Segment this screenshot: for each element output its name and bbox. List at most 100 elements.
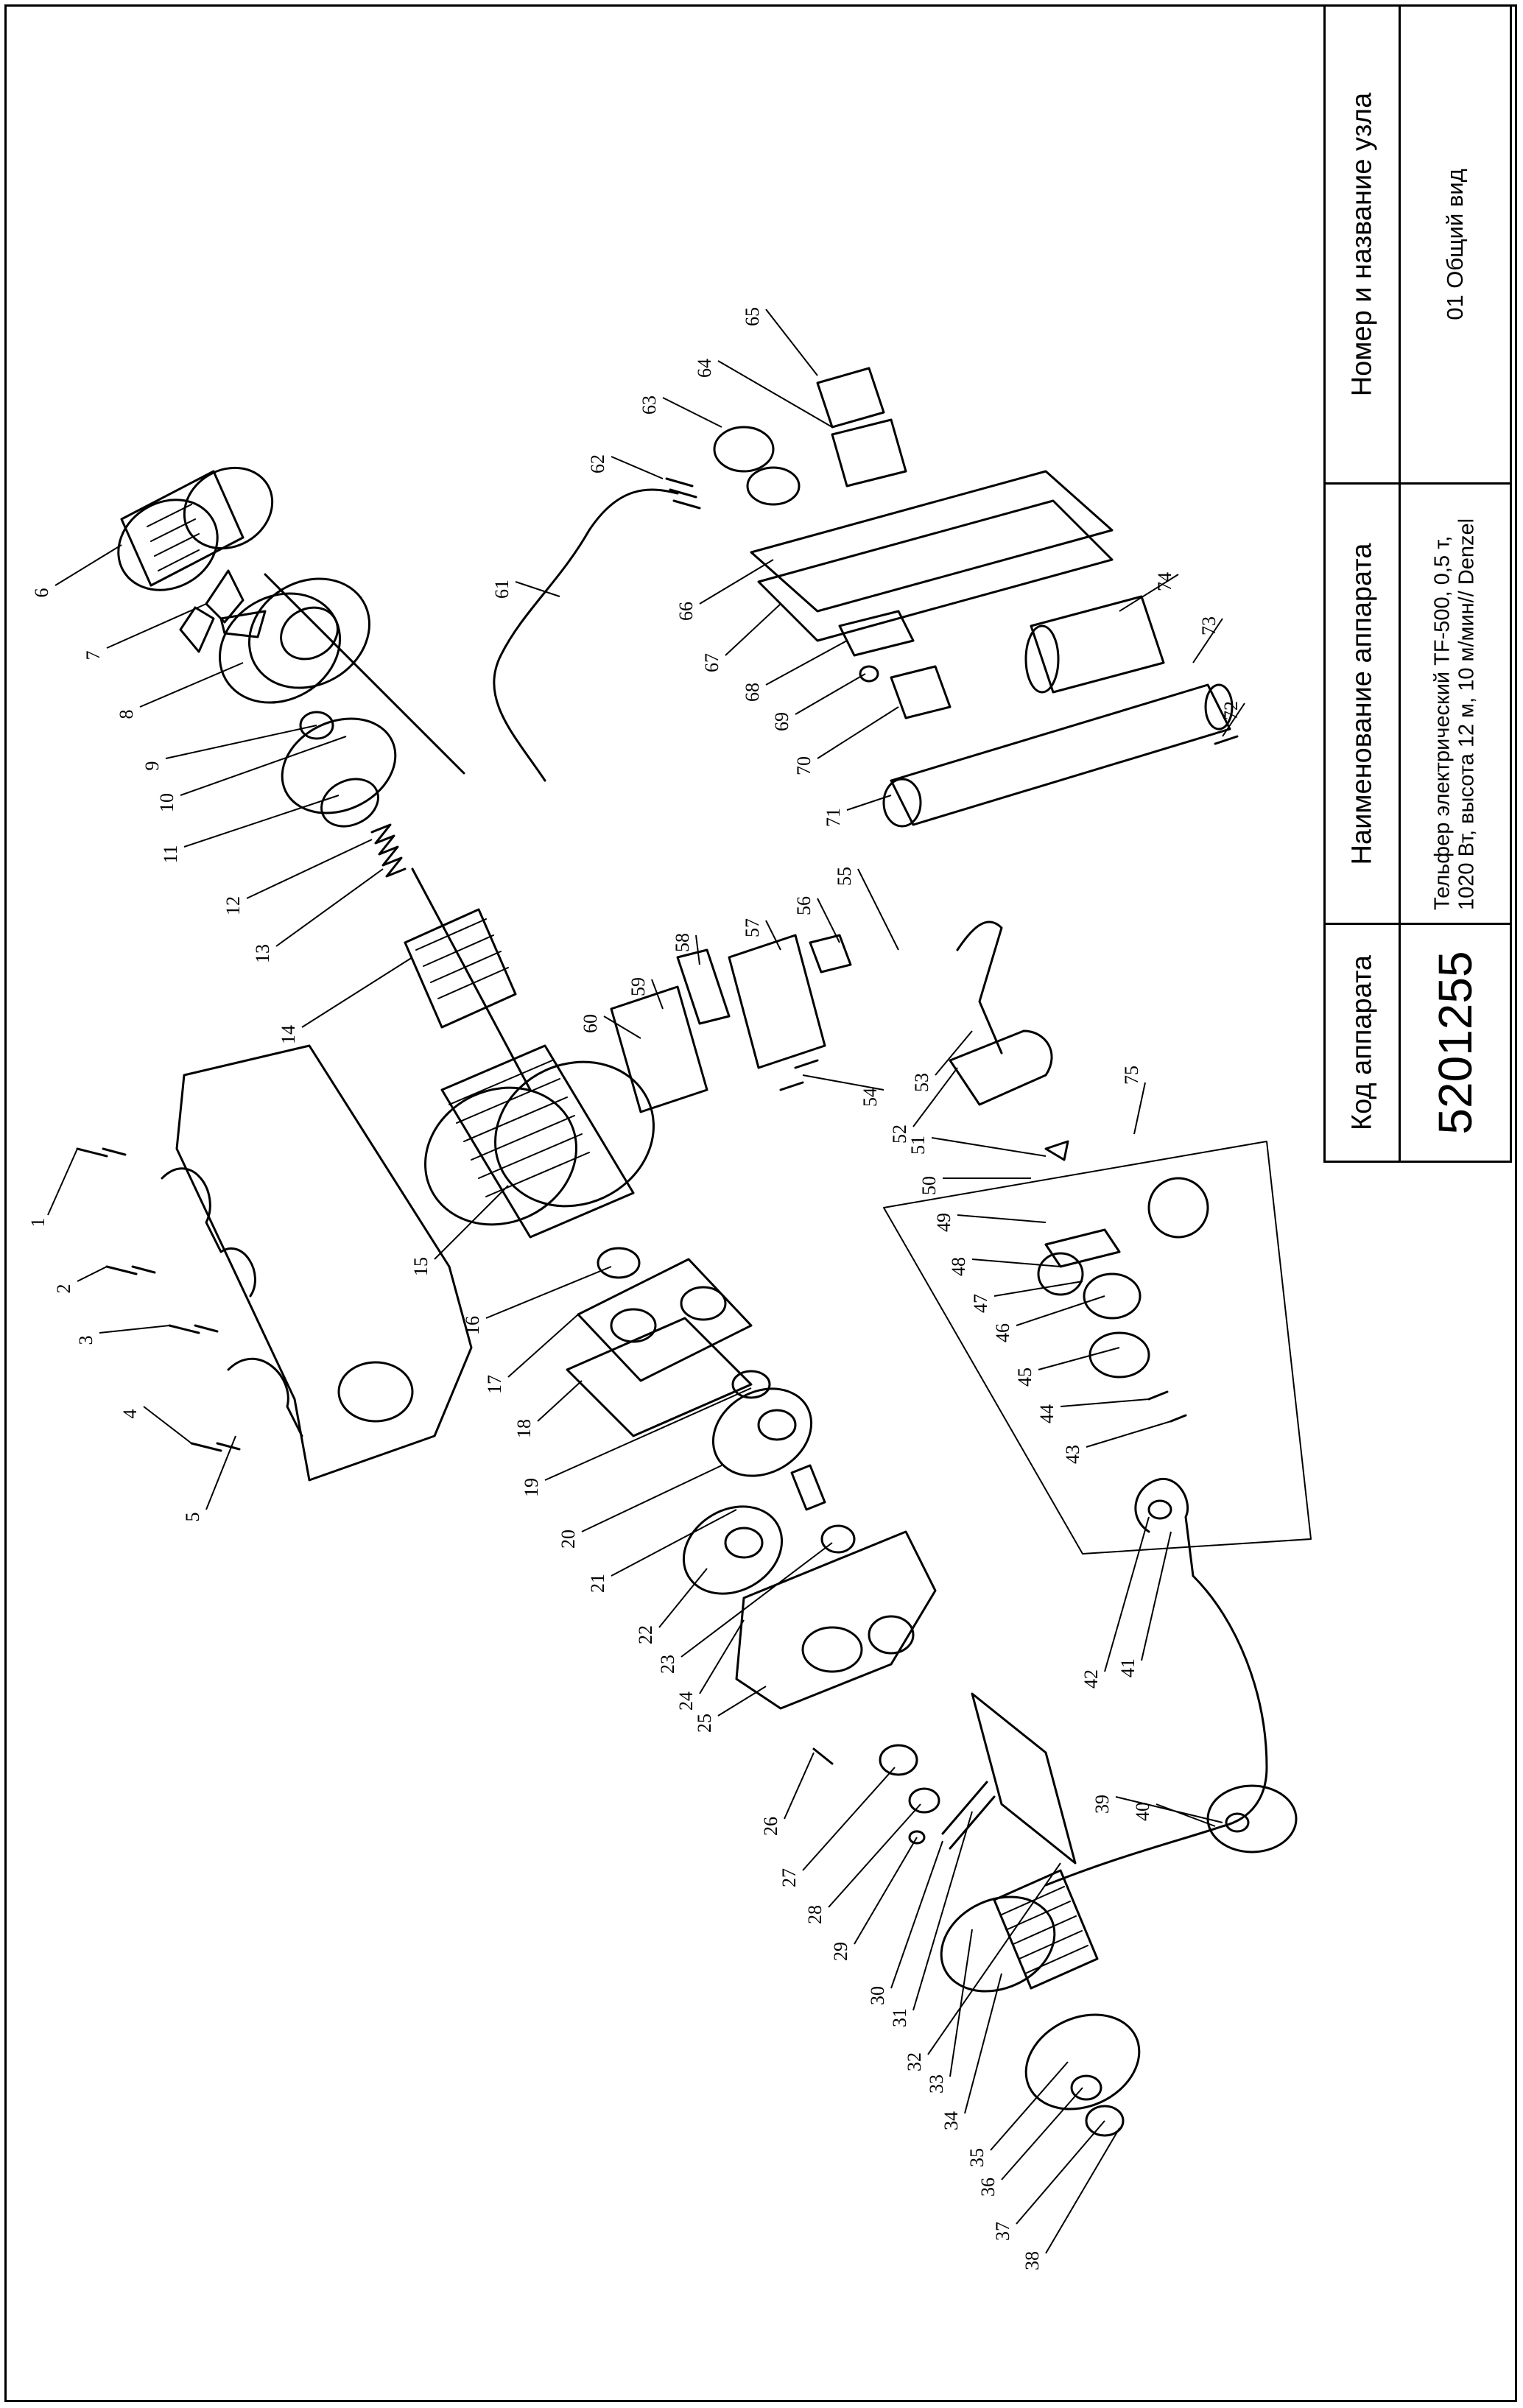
callout-28: 28 xyxy=(804,1905,826,1924)
bearing-37-part xyxy=(1070,2074,1102,2101)
junction-box-cover-60-part xyxy=(610,985,708,1113)
callout-68: 68 xyxy=(742,683,763,702)
callout-49: 49 xyxy=(933,1213,954,1232)
callout-23: 23 xyxy=(657,1655,678,1674)
shaft-part xyxy=(941,1781,996,1850)
junction-box-57-part xyxy=(728,934,826,1069)
bolt-26-part xyxy=(812,1747,834,1765)
bearing-9-part xyxy=(299,711,334,740)
callout-17: 17 xyxy=(484,1375,505,1394)
callout-45: 45 xyxy=(1014,1367,1035,1387)
callout-43: 43 xyxy=(1062,1445,1083,1464)
device-code: 5201255 xyxy=(1429,951,1482,1135)
callout-21: 21 xyxy=(587,1574,608,1593)
switch-housing-part xyxy=(750,470,1114,642)
callout-34: 34 xyxy=(940,2111,962,2130)
callout-35: 35 xyxy=(966,2148,988,2167)
callout-3: 3 xyxy=(75,1336,96,1345)
callout-66: 66 xyxy=(675,602,697,621)
callout-54: 54 xyxy=(859,1088,881,1107)
callout-50: 50 xyxy=(918,1176,940,1195)
callout-74: 74 xyxy=(1154,572,1175,591)
callout-42: 42 xyxy=(1080,1669,1102,1689)
bearing-16-part xyxy=(597,1247,641,1279)
callout-59: 59 xyxy=(627,977,649,996)
device-name: Тельфер электрический TF-500, 0,5 т, 102… xyxy=(1430,518,1479,910)
hook-part xyxy=(1134,1477,1195,1577)
callout-69: 69 xyxy=(771,712,792,731)
callout-62: 62 xyxy=(587,454,608,473)
title-block-code-header-cell: Код аппарата xyxy=(1323,923,1401,1163)
hook-block-group-part xyxy=(883,1140,1312,1555)
brake-wheel-part xyxy=(218,577,371,704)
screw-72-part xyxy=(1214,735,1239,745)
plug-part xyxy=(949,1029,1053,1106)
callout-20: 20 xyxy=(558,1529,579,1549)
terminal-block-68-part xyxy=(838,610,915,657)
callout-67: 67 xyxy=(701,653,722,672)
gasket-18-part xyxy=(566,1317,753,1437)
gear-22-part xyxy=(682,1505,784,1595)
callout-6: 6 xyxy=(31,588,52,598)
fan-cover-part xyxy=(117,466,274,591)
unit-name: 01 Общий вид xyxy=(1442,169,1468,320)
callout-46: 46 xyxy=(992,1323,1013,1342)
bearing-23-part xyxy=(820,1524,856,1554)
gear-21-part xyxy=(711,1387,813,1477)
callout-27: 27 xyxy=(778,1868,800,1887)
callout-24: 24 xyxy=(675,1691,697,1711)
ring-28-part xyxy=(908,1787,940,1814)
callout-10: 10 xyxy=(156,793,177,812)
callout-29: 29 xyxy=(830,1942,851,1961)
callout-numbers: 1234567891011121314151617181920212223242… xyxy=(27,307,1242,2270)
drum-part xyxy=(940,1869,1141,2110)
drawing-frame xyxy=(4,4,1517,2402)
plug-cable-part xyxy=(956,920,1003,1055)
clip-56-part xyxy=(809,934,852,974)
callout-7: 7 xyxy=(82,651,104,661)
callout-31: 31 xyxy=(889,2008,910,2027)
brake-disc-part xyxy=(281,717,397,828)
callout-71: 71 xyxy=(823,808,844,827)
callout-60: 60 xyxy=(580,1014,601,1033)
callout-63: 63 xyxy=(639,395,660,415)
terminal-strip-58-part xyxy=(676,948,731,1025)
pin-29-part xyxy=(908,1830,926,1845)
callout-58: 58 xyxy=(672,933,693,952)
callout-37: 37 xyxy=(992,2222,1013,2241)
button-63-part xyxy=(713,426,801,506)
contactor-70-part xyxy=(890,665,952,719)
callout-39: 39 xyxy=(1091,1795,1113,1814)
title-block-name-value-cell: Тельфер электрический TF-500, 0,5 т, 102… xyxy=(1399,482,1512,925)
callout-12: 12 xyxy=(222,896,244,915)
title-block-unit-header-cell: Номер и название узла xyxy=(1323,4,1401,485)
bearing-38-part xyxy=(1085,2105,1125,2137)
callout-56: 56 xyxy=(793,896,815,915)
title-block-code-value-cell: 5201255 xyxy=(1399,923,1512,1163)
callout-25: 25 xyxy=(694,1714,715,1733)
callout-51: 51 xyxy=(907,1136,929,1155)
ring-19-part xyxy=(731,1370,771,1399)
callout-14: 14 xyxy=(278,1025,299,1044)
callout-18: 18 xyxy=(513,1419,535,1438)
callout-2: 2 xyxy=(53,1284,74,1294)
callout-8: 8 xyxy=(116,710,137,719)
callout-4: 4 xyxy=(119,1409,141,1419)
spring-part xyxy=(370,823,407,878)
bushing-27-part xyxy=(879,1744,918,1776)
callout-64: 64 xyxy=(694,359,715,378)
callout-52: 52 xyxy=(889,1124,910,1144)
callout-55: 55 xyxy=(834,867,855,886)
title-block-name-header-cell: Наименование аппарата xyxy=(1323,482,1401,925)
callout-22: 22 xyxy=(635,1625,656,1644)
callout-40: 40 xyxy=(1132,1802,1153,1821)
callout-32: 32 xyxy=(904,2052,925,2071)
capacitor-housing-part xyxy=(882,683,1234,828)
callout-72: 72 xyxy=(1220,701,1242,720)
callout-33: 33 xyxy=(926,2074,947,2094)
callout-19: 19 xyxy=(521,1478,542,1497)
flange-part xyxy=(577,1258,753,1382)
callout-9: 9 xyxy=(141,761,163,771)
pinion-part xyxy=(790,1464,826,1511)
callout-47: 47 xyxy=(970,1294,991,1313)
